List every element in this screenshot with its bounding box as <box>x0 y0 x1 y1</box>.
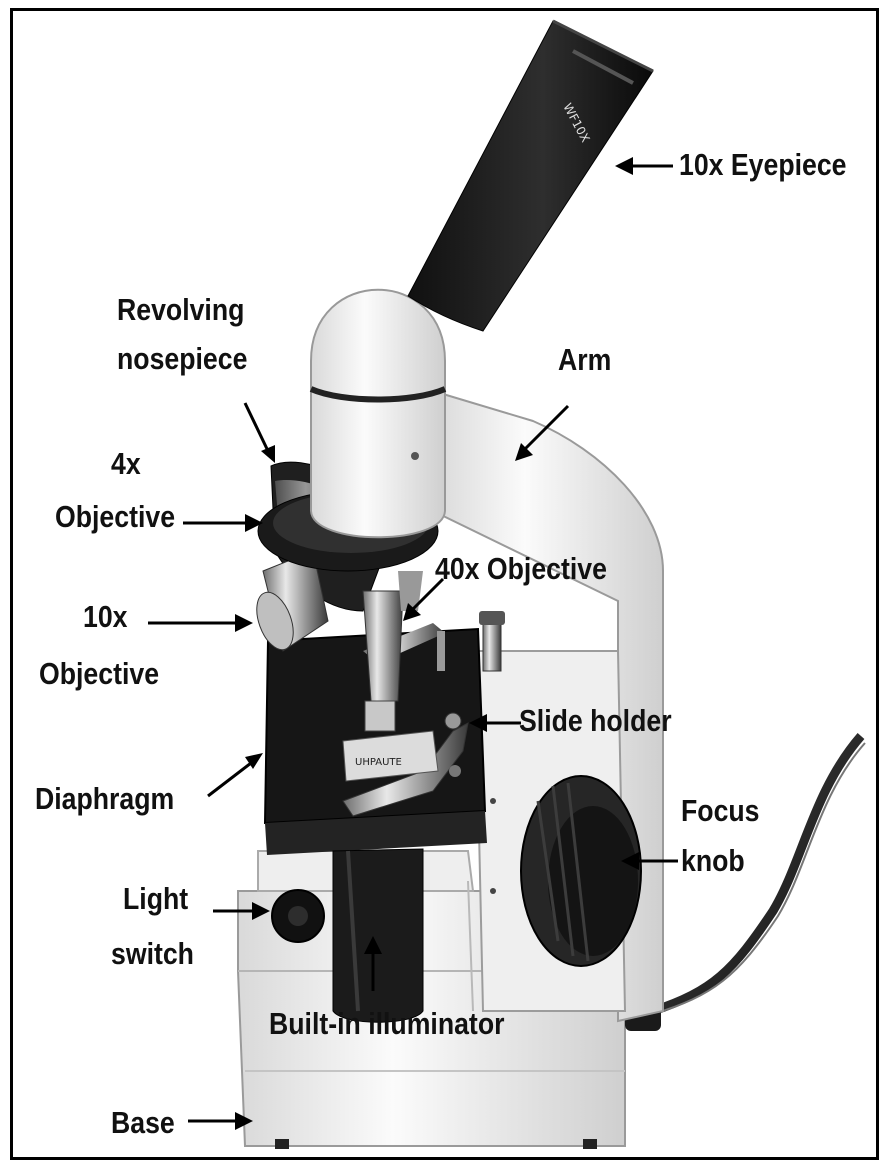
label-built-in-illuminator: Built-in illuminator <box>269 1006 504 1042</box>
diagram-frame: UHPAUTE <box>10 8 879 1160</box>
illuminator <box>333 849 423 1022</box>
label-nosepiece-line2: nosepiece <box>117 341 247 377</box>
label-nosepiece-line1: Revolving <box>117 292 244 328</box>
label-4x-objective-line1: 4x <box>111 446 141 482</box>
label-arm: Arm <box>558 342 611 378</box>
adjustment-screw <box>479 611 505 671</box>
label-diaphragm: Diaphragm <box>35 781 174 817</box>
eyepiece-arrowhead <box>615 157 633 175</box>
eyepiece-tube: WF10X <box>408 21 653 331</box>
label-light-switch-line1: Light <box>123 881 188 917</box>
label-base: Base <box>111 1105 175 1141</box>
nosepiece-leader <box>245 403 268 451</box>
light-switch <box>272 890 324 942</box>
label-10x-eyepiece: 10x Eyepiece <box>679 147 846 183</box>
diaphragm-leader <box>208 763 251 796</box>
label-focus-knob-line2: knob <box>681 843 745 879</box>
objective10x-arrowhead <box>235 614 253 632</box>
head <box>311 290 445 538</box>
label-10x-objective-line2: Objective <box>39 656 159 692</box>
label-10x-objective-line1: 10x <box>83 599 127 635</box>
label-4x-objective-line2: Objective <box>55 499 175 535</box>
label-light-switch-line2: switch <box>111 936 194 972</box>
label-slide-holder: Slide holder <box>519 703 672 739</box>
label-40x-objective: 40x Objective <box>435 551 607 587</box>
label-focus-knob-line1: Focus <box>681 793 760 829</box>
slide-label: UHPAUTE <box>355 757 402 768</box>
focus-knob <box>521 776 641 966</box>
